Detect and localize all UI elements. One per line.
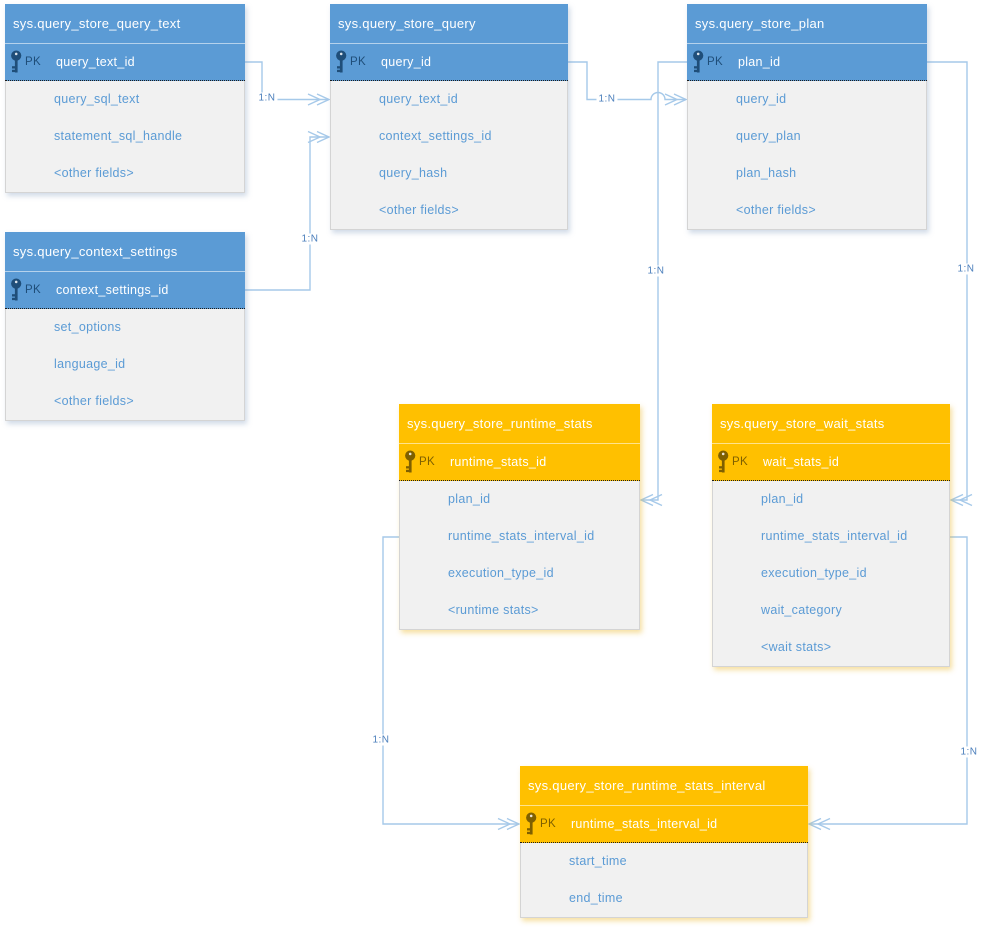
pk-field-name: query_text_id <box>55 55 135 69</box>
field-row: runtime_stats_interval_id <box>448 529 595 543</box>
pk-field-name: runtime_stats_id <box>449 455 547 469</box>
field-row: runtime_stats_interval_id <box>761 529 908 543</box>
fields-list: query_sql_text statement_sql_handle <oth… <box>5 81 245 193</box>
pk-row: PK runtime_stats_id <box>399 443 640 481</box>
field-row: start_time <box>569 854 627 868</box>
table-title: sys.query_store_runtime_stats_interval <box>520 766 808 805</box>
key-icon <box>526 812 537 835</box>
pk-row: PK context_settings_id <box>5 271 245 309</box>
field-row: context_settings_id <box>379 129 492 143</box>
field-row: <other fields> <box>736 203 816 217</box>
field-row: <other fields> <box>54 166 134 180</box>
pk-label: PK <box>350 56 366 68</box>
cardinality-label-runtime-stats-to-interval: 1:N <box>370 734 392 746</box>
pk-field-name: runtime_stats_interval_id <box>570 817 718 831</box>
field-row: execution_type_id <box>761 566 867 580</box>
key-icon <box>405 450 416 473</box>
table-title: sys.query_store_plan <box>687 4 927 43</box>
pk-field-name: context_settings_id <box>55 283 169 297</box>
field-row: <wait stats> <box>761 640 832 654</box>
table-query-store-runtime-stats-interval[interactable]: sys.query_store_runtime_stats_interval P… <box>520 766 808 918</box>
table-query-store-runtime-stats[interactable]: sys.query_store_runtime_stats PK runtime… <box>399 404 640 630</box>
field-row: language_id <box>54 357 126 371</box>
pk-field-name: query_id <box>380 55 432 69</box>
field-row: set_options <box>54 320 122 334</box>
table-query-store-plan[interactable]: sys.query_store_plan PK plan_id query_id… <box>687 4 927 230</box>
table-title: sys.query_store_wait_stats <box>712 404 950 443</box>
pk-label: PK <box>707 56 723 68</box>
field-row: query_plan <box>736 129 801 143</box>
field-row: plan_id <box>448 492 491 506</box>
fields-list: query_text_id context_settings_id query_… <box>330 81 568 230</box>
fields-list: set_options language_id <other fields> <box>5 309 245 421</box>
pk-field-name: plan_id <box>737 55 781 69</box>
field-row: query_hash <box>379 166 448 180</box>
key-icon <box>11 50 22 73</box>
field-row: <runtime stats> <box>448 603 539 617</box>
cardinality-label-wait-stats-to-interval: 1:N <box>958 746 980 758</box>
pk-label: PK <box>25 56 41 68</box>
field-row: <other fields> <box>54 394 134 408</box>
field-row: plan_id <box>761 492 804 506</box>
key-icon <box>336 50 347 73</box>
fields-list: plan_id runtime_stats_interval_id execut… <box>399 481 640 630</box>
field-row: query_sql_text <box>54 92 140 106</box>
table-title: sys.query_store_runtime_stats <box>399 404 640 443</box>
connector-query-to-plan <box>568 61 688 106</box>
table-query-context-settings[interactable]: sys.query_context_settings PK context_se… <box>5 232 245 421</box>
pk-label: PK <box>540 818 556 830</box>
pk-field-name: wait_stats_id <box>762 455 840 469</box>
cardinality-label-plan-to-runtime-stats: 1:N <box>645 265 667 277</box>
field-row: wait_category <box>761 603 843 617</box>
pk-row: PK query_text_id <box>5 43 245 81</box>
cardinality-label-query-text-to-query: 1:N <box>256 92 278 104</box>
pk-row: PK wait_stats_id <box>712 443 950 481</box>
cardinality-label-query-to-plan: 1:N <box>596 93 618 105</box>
table-title: sys.query_store_query <box>330 4 568 43</box>
field-row: execution_type_id <box>448 566 554 580</box>
fields-list: query_id query_plan plan_hash <other fie… <box>687 81 927 230</box>
connector-context-settings-to-query <box>245 130 331 291</box>
field-row: statement_sql_handle <box>54 129 183 143</box>
pk-row: PK plan_id <box>687 43 927 81</box>
table-query-store-query[interactable]: sys.query_store_query PK query_id query_… <box>330 4 568 230</box>
pk-row: PK query_id <box>330 43 568 81</box>
pk-label: PK <box>732 456 748 468</box>
cardinality-label-context-settings-to-query: 1:N <box>299 233 321 245</box>
field-row: plan_hash <box>736 166 797 180</box>
table-title: sys.query_context_settings <box>5 232 245 271</box>
cardinality-label-plan-to-wait-stats: 1:N <box>955 263 977 275</box>
pk-label: PK <box>25 284 41 296</box>
key-icon <box>693 50 704 73</box>
pk-row: PK runtime_stats_interval_id <box>520 805 808 843</box>
connector-plan-to-runtime-stats <box>639 61 687 507</box>
key-icon <box>718 450 729 473</box>
table-query-store-query-text[interactable]: sys.query_store_query_text PK query_text… <box>5 4 245 193</box>
pk-label: PK <box>419 456 435 468</box>
key-icon <box>11 278 22 301</box>
field-row: query_id <box>736 92 787 106</box>
fields-list: plan_id runtime_stats_interval_id execut… <box>712 481 950 667</box>
field-row: <other fields> <box>379 203 459 217</box>
field-row: query_text_id <box>379 92 458 106</box>
table-query-store-wait-stats[interactable]: sys.query_store_wait_stats PK wait_stats… <box>712 404 950 667</box>
fields-list: start_time end_time <box>520 843 808 918</box>
field-row: end_time <box>569 891 623 905</box>
table-title: sys.query_store_query_text <box>5 4 245 43</box>
